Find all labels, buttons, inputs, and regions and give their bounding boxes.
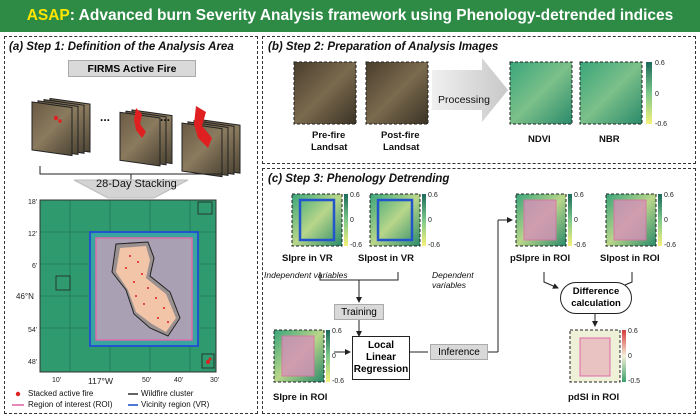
dots-2: ... [160,110,171,124]
y-tick-1: 12' [28,231,37,238]
post-label-1: Post-fire [381,130,420,141]
label-psi-pre-roi: pSIpre in ROI [510,253,571,264]
regression-box: Local Linear Regression [352,336,410,380]
c-cbar3-bot: -0.6 [574,242,586,249]
label-si-pre-vr: SIpre in VR [282,253,333,264]
legend-roi: Region of interest (ROI) [28,400,113,409]
c-cbar1-mid: 0 [350,217,354,224]
fire-map: 18' 12' 6' 46°N 54' 48' 10' 117°W 50' 40… [16,199,219,386]
panel-c-title: (c) Step 3: Phenology Detrending [268,173,450,185]
c-cbar1-bot: -0.6 [350,242,362,249]
y-tick-2: 6' [32,263,37,270]
c-cbar2-top: 0.6 [428,192,438,199]
stacking-label: 28-Day Stacking [96,178,177,190]
c-cbar6-bot: -0.5 [628,378,640,385]
legend-cluster: Wildfire cluster [141,389,194,398]
c-cbar5-bot: -0.6 [332,378,344,385]
c-cbar2-mid: 0 [428,217,432,224]
legend-stacked: Stacked active fire [28,389,94,398]
c-cbar6-top: 0.6 [628,328,638,335]
panel-b-images: 0.6 0 -0.6 [293,58,667,128]
x-tick-0: 10' [52,377,61,384]
c-cbar5-top: 0.6 [332,328,342,335]
c-cbar4-bot: -0.6 [664,242,676,249]
firms-stack-3 [181,106,241,178]
label-pdsi-roi: pdSI in ROI [568,392,620,403]
panel-c [262,168,696,414]
label-si-post-roi: SIpost in ROI [600,253,660,264]
difference-box: Difference calculation [560,282,632,314]
training-box: Training [334,304,384,320]
label-si-post-vr: SIpost in VR [358,253,414,264]
pre-label-2: Landsat [311,142,348,153]
b-cbar-top: 0.6 [655,60,665,67]
firms-stack-1 [31,97,91,157]
post-label-2: Landsat [383,142,420,153]
panel-a-title: (a) Step 1: Definition of the Analysis A… [9,41,234,53]
x-tick-3: 40' [174,377,183,384]
nbr-label: NBR [599,134,620,145]
pre-label-1: Pre-fire [312,130,346,141]
x-tick-1: 117°W [88,376,113,386]
dots-1: ... [100,110,111,124]
y-tick-5: 48' [28,359,37,366]
processing-label: Processing [438,94,490,106]
c-cbar6-mid: 0 [628,353,632,360]
b-cbar-mid: 0 [655,91,659,98]
c-cbar4-mid: 0 [664,217,668,224]
c-cbar3-top: 0.6 [574,192,584,199]
title-banner: ASAP: Advanced burn Severity Analysis fr… [0,0,700,32]
y-tick-0: 18' [28,199,37,206]
panel-b [262,36,696,164]
label-indep: Independent variables [264,270,348,280]
legend-symbols [12,391,138,406]
banner-key: ASAP [26,7,70,24]
c-cbar3-mid: 0 [574,217,578,224]
panel-a [4,36,258,414]
b-cbar-bot: -0.6 [655,121,667,128]
ndvi-label: NDVI [528,134,551,145]
c-cbar4-top: 0.6 [664,192,674,199]
y-tick-3: 46°N [16,292,34,301]
panel-c-diagram: 0.6 0 -0.6 0.6 0 -0.6 0.6 0 -0.6 0.6 0 -… [273,192,676,385]
x-tick-2: 50' [142,377,151,384]
banner-rest: : Advanced burn Severity Analysis framew… [69,7,674,24]
c-cbar1-top: 0.6 [350,192,360,199]
firms-label: FIRMS Active Fire [68,60,196,77]
panel-b-title: (b) Step 2: Preparation of Analysis Imag… [268,41,499,53]
firms-stack-2 [119,108,173,167]
inference-box: Inference [430,344,488,360]
c-cbar5-mid: 0 [332,353,336,360]
c-cbar2-bot: -0.6 [428,242,440,249]
legend-vr: Vicinity region (VR) [141,400,210,409]
x-tick-4: 30' [210,377,219,384]
label-dep: Dependent variables [432,270,474,290]
label-si-pre-roi: SIpre in ROI [273,392,328,403]
firms-stacks [31,97,241,199]
y-tick-4: 54' [28,327,37,334]
